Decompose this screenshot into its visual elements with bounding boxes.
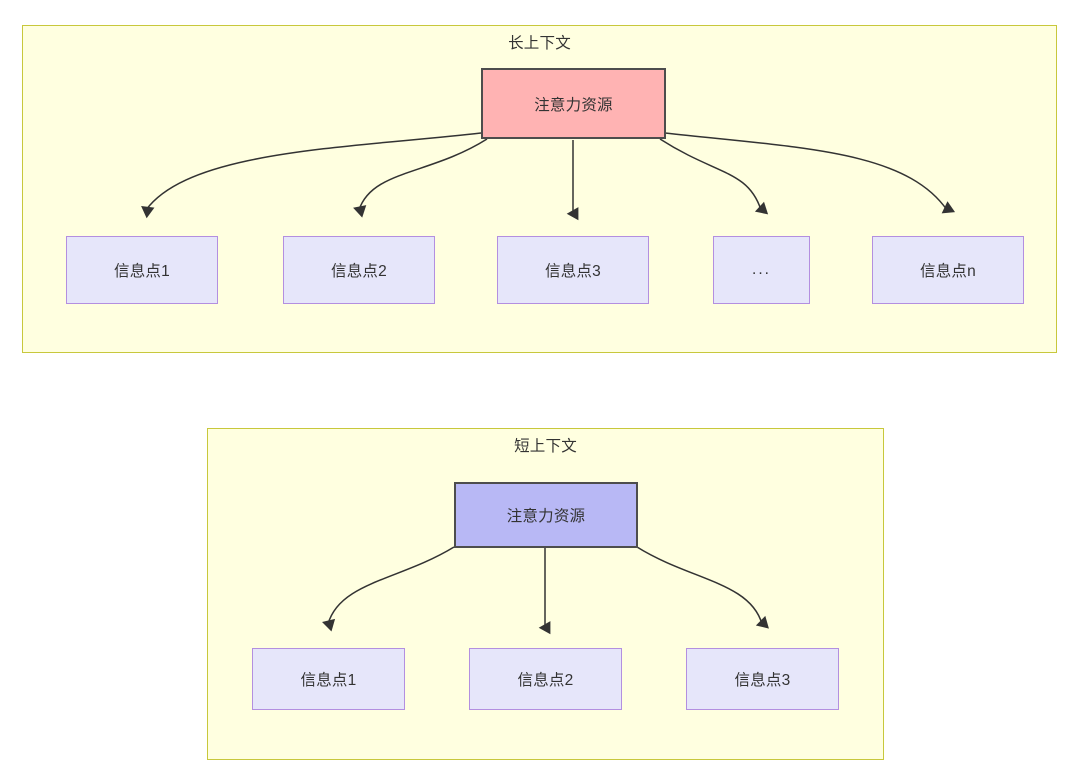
node-info-point-2-long[interactable]: 信息点2 xyxy=(283,236,435,304)
node-label: 信息点2 xyxy=(331,263,387,280)
node-label: 信息点2 xyxy=(517,672,574,689)
node-attention-resource-short[interactable]: 注意力资源 xyxy=(454,482,638,548)
node-label: 注意力资源 xyxy=(534,96,613,114)
node-label: 信息点1 xyxy=(300,672,357,689)
node-label: 信息点1 xyxy=(114,263,170,280)
node-info-point-2-short[interactable]: 信息点2 xyxy=(469,648,622,710)
node-label: 注意力资源 xyxy=(506,508,586,525)
node-label: 信息点3 xyxy=(734,672,791,689)
node-info-point-ellipsis-long[interactable]: ... xyxy=(713,236,810,304)
node-label: 信息点n xyxy=(920,263,976,280)
group-long-context-title: 长上下文 xyxy=(508,35,571,52)
node-info-point-3-short[interactable]: 信息点3 xyxy=(686,648,839,710)
group-short-context-title: 短上下文 xyxy=(514,438,577,455)
node-info-point-3-long[interactable]: 信息点3 xyxy=(497,236,649,304)
group-short-context: 短上下文 xyxy=(207,428,884,760)
node-info-point-1-long[interactable]: 信息点1 xyxy=(66,236,218,304)
node-attention-resource-long[interactable]: 注意力资源 xyxy=(481,68,666,139)
node-info-point-n-long[interactable]: 信息点n xyxy=(872,236,1024,304)
node-label: ... xyxy=(752,261,771,278)
node-label: 信息点3 xyxy=(545,263,601,280)
node-info-point-1-short[interactable]: 信息点1 xyxy=(252,648,405,710)
